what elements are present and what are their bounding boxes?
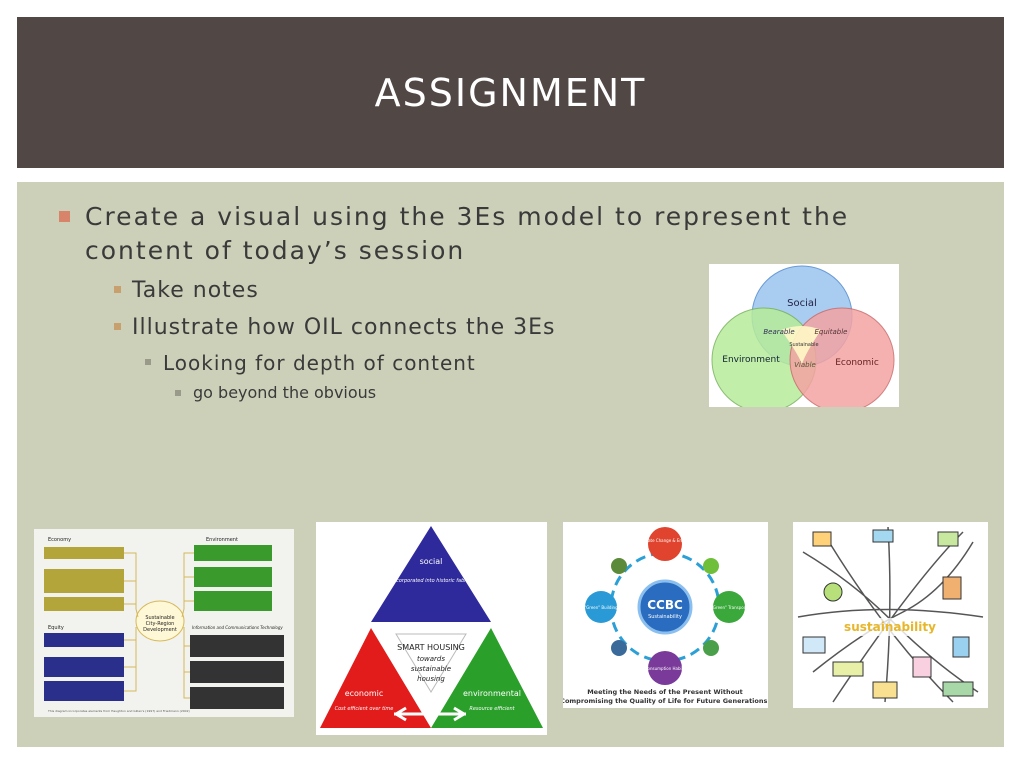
venn-economic-label: Economic	[835, 358, 879, 368]
diagram-footnote: This diagram incorporates elements from …	[47, 709, 190, 713]
city-region-diagram-image: Economy Environment Equity Information a…	[34, 529, 294, 717]
sustainability-sketch-image: sustainability	[793, 522, 988, 708]
ccbc-center-sub: Sustainability	[648, 614, 682, 620]
bullet-level-1: Create a visual using the 3Es model to r…	[59, 200, 859, 268]
svg-text:Sustainable: Sustainable	[145, 615, 174, 621]
bullet-marker	[59, 211, 70, 222]
bullet-text: Illustrate how OIL connects the 3Es	[132, 315, 556, 340]
sketch-sustainability-label: sustainability	[844, 620, 936, 634]
venn-equitable-label: Equitable	[815, 328, 848, 336]
diagram-environment-label: Environment	[206, 537, 238, 543]
smart-housing-triangle-image: social incorporated into historic fabric…	[316, 522, 547, 735]
ccbc-bottom-label: Consumption Habits	[645, 666, 686, 671]
bullet-marker	[114, 323, 121, 330]
diagram-ict-label: Information and Communications Technolog…	[192, 625, 283, 630]
triangle-center-sub: sustainable	[411, 665, 451, 673]
ccbc-caption-line2: Compromising the Quality of Life for Fut…	[563, 697, 768, 705]
bullet-level-2: Illustrate how OIL connects the 3Es	[114, 309, 859, 346]
diagram-economy-label: Economy	[48, 537, 71, 543]
ccbc-left-label: "Green" Building	[584, 605, 618, 610]
bullet-marker	[145, 359, 151, 365]
venn-viable-label: Viable	[794, 361, 816, 369]
bullet-text: Looking for depth of content	[163, 351, 476, 375]
diagram-equity-label: Equity	[48, 625, 64, 631]
bullet-marker	[114, 286, 121, 293]
bullet-text: Create a visual using the 3Es model to r…	[85, 202, 850, 265]
triangle-center-sub: towards	[417, 655, 445, 663]
venn-diagram-image: Social Environment Economic Bearable Equ…	[709, 264, 899, 407]
triangle-social-sub: incorporated into historic fabric	[392, 578, 471, 584]
triangle-environmental-label: environmental	[463, 689, 521, 698]
ccbc-right-label: "Green" Transport	[711, 605, 747, 610]
ccbc-caption-line1: Meeting the Needs of the Present Without	[587, 688, 743, 696]
slide-title: ASSIGNMENT	[374, 70, 647, 115]
bullet-marker	[175, 390, 181, 396]
title-bar: ASSIGNMENT	[17, 17, 1004, 168]
triangle-economic-sub: Cost efficient over time	[335, 706, 394, 712]
triangle-center-sub: housing	[417, 675, 445, 683]
venn-bearable-label: Bearable	[763, 328, 794, 336]
bullet-level-2: Take notes	[114, 272, 859, 309]
ccbc-center-label: CCBC	[647, 598, 683, 612]
svg-text:Development: Development	[143, 627, 177, 633]
triangle-economic-label: economic	[345, 689, 384, 698]
venn-sustainable-label: Sustainable	[789, 342, 818, 348]
venn-environment-label: Environment	[722, 355, 780, 365]
bullet-level-3: Looking for depth of content	[145, 346, 859, 380]
triangle-environmental-sub: Resource efficient	[469, 706, 515, 712]
svg-text:City-Region: City-Region	[146, 621, 175, 627]
ccbc-top-label: Climate Change & Energy	[639, 538, 691, 543]
bullet-text: Take notes	[132, 278, 259, 303]
venn-social-label: Social	[787, 298, 817, 309]
triangle-social-label: social	[420, 557, 443, 566]
ccbc-cycle-image: CCBC Sustainability Climate Change & Ene…	[563, 522, 768, 708]
triangle-center-title: SMART HOUSING	[397, 643, 465, 652]
bullet-text: go beyond the obvious	[193, 383, 377, 402]
bullet-level-4: go beyond the obvious	[175, 380, 859, 406]
bullet-list: Create a visual using the 3Es model to r…	[59, 200, 859, 406]
